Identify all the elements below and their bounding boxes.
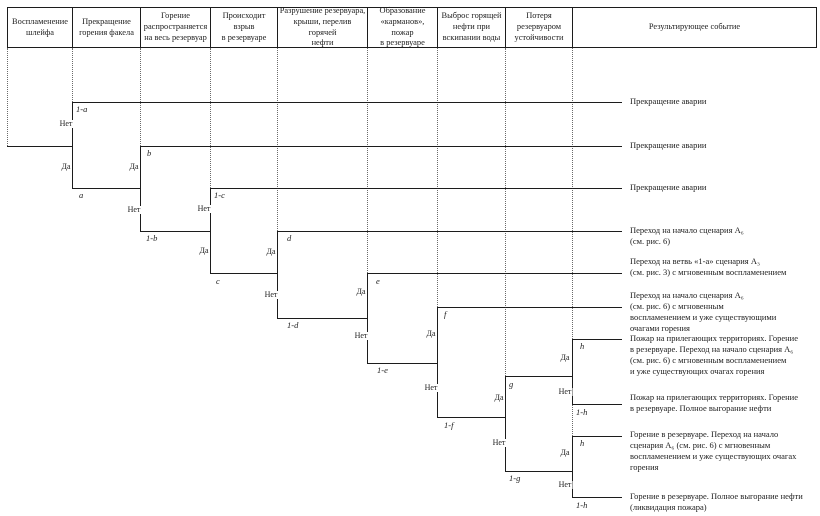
yes-label-node-a: Да bbox=[60, 162, 72, 171]
outcome-8: Пожар на прилегающих территориях. Горени… bbox=[630, 392, 798, 413]
column-guide bbox=[7, 48, 8, 146]
header-fire-spread: Горение распространяется на весь резерву… bbox=[141, 8, 211, 47]
outcome-3: Прекращение аварии bbox=[630, 182, 707, 192]
line-h-upper bbox=[572, 339, 622, 340]
line-1c-outcome bbox=[210, 188, 622, 189]
outcome-10: Горение в резервуаре. Полное выгорание н… bbox=[630, 491, 803, 512]
line-b-outcome bbox=[140, 146, 622, 147]
line-1a-outcome bbox=[72, 102, 622, 103]
line-1d bbox=[277, 318, 367, 319]
branch-label-f: f bbox=[444, 309, 447, 319]
column-guide bbox=[572, 404, 573, 436]
node-d bbox=[277, 231, 278, 318]
yes-label-node-e: Да bbox=[355, 287, 367, 296]
node-e bbox=[367, 273, 368, 363]
yes-label-node-c: Да bbox=[198, 246, 210, 255]
line-1h-lower bbox=[572, 497, 622, 498]
outcome-1: Прекращение аварии bbox=[630, 96, 707, 106]
header-torch-burnout: Прекращение горения факела bbox=[73, 8, 141, 47]
line-e-outcome bbox=[367, 273, 622, 274]
branch-label-d: d bbox=[287, 233, 292, 243]
outcome-5: Переход на ветвь «1-а» сценария А₃ (см. … bbox=[630, 256, 787, 277]
line-d-outcome bbox=[277, 231, 622, 232]
line-root bbox=[7, 146, 72, 147]
branch-label-1h-lower: 1-h bbox=[576, 500, 588, 510]
column-guide bbox=[140, 48, 141, 146]
no-label-node-g: Нет bbox=[491, 438, 507, 447]
yes-label-node-h-lower: Да bbox=[559, 448, 571, 457]
branch-label-1g: 1-g bbox=[509, 473, 521, 483]
line-c bbox=[210, 273, 277, 274]
column-guide bbox=[72, 48, 73, 102]
yes-label-node-f: Да bbox=[425, 329, 437, 338]
no-label-node-b: Нет bbox=[126, 205, 142, 214]
branch-label-h-lower: h bbox=[580, 438, 585, 448]
header-row: Воспламенение шлейфа Прекращение горения… bbox=[7, 6, 817, 48]
no-label-node-h-upper: Нет bbox=[557, 387, 573, 396]
line-a bbox=[72, 188, 140, 189]
no-label-node-e: Нет bbox=[353, 331, 369, 340]
branch-label-1c: 1-c bbox=[214, 190, 225, 200]
branch-label-1b: 1-b bbox=[146, 233, 158, 243]
node-g bbox=[505, 376, 506, 471]
branch-label-1h-upper: 1-h bbox=[576, 407, 588, 417]
line-h-lower bbox=[572, 436, 622, 437]
column-guide bbox=[437, 48, 438, 307]
yes-label-node-h-upper: Да bbox=[559, 353, 571, 362]
outcome-4: Переход на начало сценария А₆ (см. рис. … bbox=[630, 225, 744, 246]
header-tank-explosion: Происходит взрыв в резервуаре bbox=[211, 8, 278, 47]
outcome-2: Прекращение аварии bbox=[630, 140, 707, 150]
branch-label-b: b bbox=[147, 148, 152, 158]
line-1b bbox=[140, 231, 210, 232]
branch-label-g: g bbox=[509, 379, 514, 389]
header-plume-ignition: Воспламенение шлейфа bbox=[8, 8, 73, 47]
line-1e bbox=[367, 363, 437, 364]
line-1f bbox=[437, 417, 505, 418]
node-h-upper bbox=[572, 339, 573, 404]
header-resulting-event: Результирующее событие bbox=[648, 22, 741, 32]
outcome-6: Переход на начало сценария А₆ (см. рис. … bbox=[630, 290, 777, 333]
no-label-node-d: Нет bbox=[263, 290, 279, 299]
column-guide bbox=[210, 48, 211, 188]
line-g bbox=[505, 376, 572, 377]
yes-label-node-b: Да bbox=[128, 162, 140, 171]
no-label-node-h-lower: Нет bbox=[557, 480, 573, 489]
no-label-node-c: Нет bbox=[196, 204, 212, 213]
column-guide bbox=[505, 48, 506, 376]
header-stability-loss: Потеря резервуаром устойчивости bbox=[506, 8, 573, 47]
branch-label-1f: 1-f bbox=[444, 420, 454, 430]
header-pockets-fire: Образование «карманов», пожар в резервуа… bbox=[368, 6, 438, 47]
branch-label-e: e bbox=[376, 276, 380, 286]
line-f-outcome bbox=[437, 307, 622, 308]
outcome-9: Горение в резервуаре. Переход на начало … bbox=[630, 429, 797, 472]
branch-label-1e: 1-e bbox=[377, 365, 388, 375]
header-tank-destruction: Разрушение резервуара, крыши, перелив го… bbox=[278, 6, 368, 47]
node-f bbox=[437, 307, 438, 417]
line-1g bbox=[505, 471, 572, 472]
branch-label-1d: 1-d bbox=[287, 320, 299, 330]
column-guide bbox=[367, 48, 368, 273]
outcome-7: Пожар на прилегающих территориях. Горени… bbox=[630, 333, 798, 376]
branch-label-c: c bbox=[216, 276, 220, 286]
column-guide bbox=[277, 48, 278, 231]
column-guide bbox=[572, 48, 573, 339]
branch-label-h-upper: h bbox=[580, 341, 585, 351]
header-oil-boilover: Выброс горящей нефти при вскипании воды bbox=[438, 8, 506, 47]
no-label-node-a: Нет bbox=[58, 119, 74, 128]
branch-label-1a: 1-a bbox=[76, 104, 88, 114]
node-c bbox=[210, 188, 211, 273]
line-1h-upper bbox=[572, 404, 622, 405]
node-b bbox=[140, 146, 141, 231]
yes-label-node-d: Да bbox=[265, 247, 277, 256]
node-a bbox=[72, 102, 73, 188]
no-label-node-f: Нет bbox=[423, 383, 439, 392]
yes-label-node-g: Да bbox=[493, 393, 505, 402]
node-h-lower bbox=[572, 436, 573, 497]
branch-label-a: a bbox=[79, 190, 84, 200]
